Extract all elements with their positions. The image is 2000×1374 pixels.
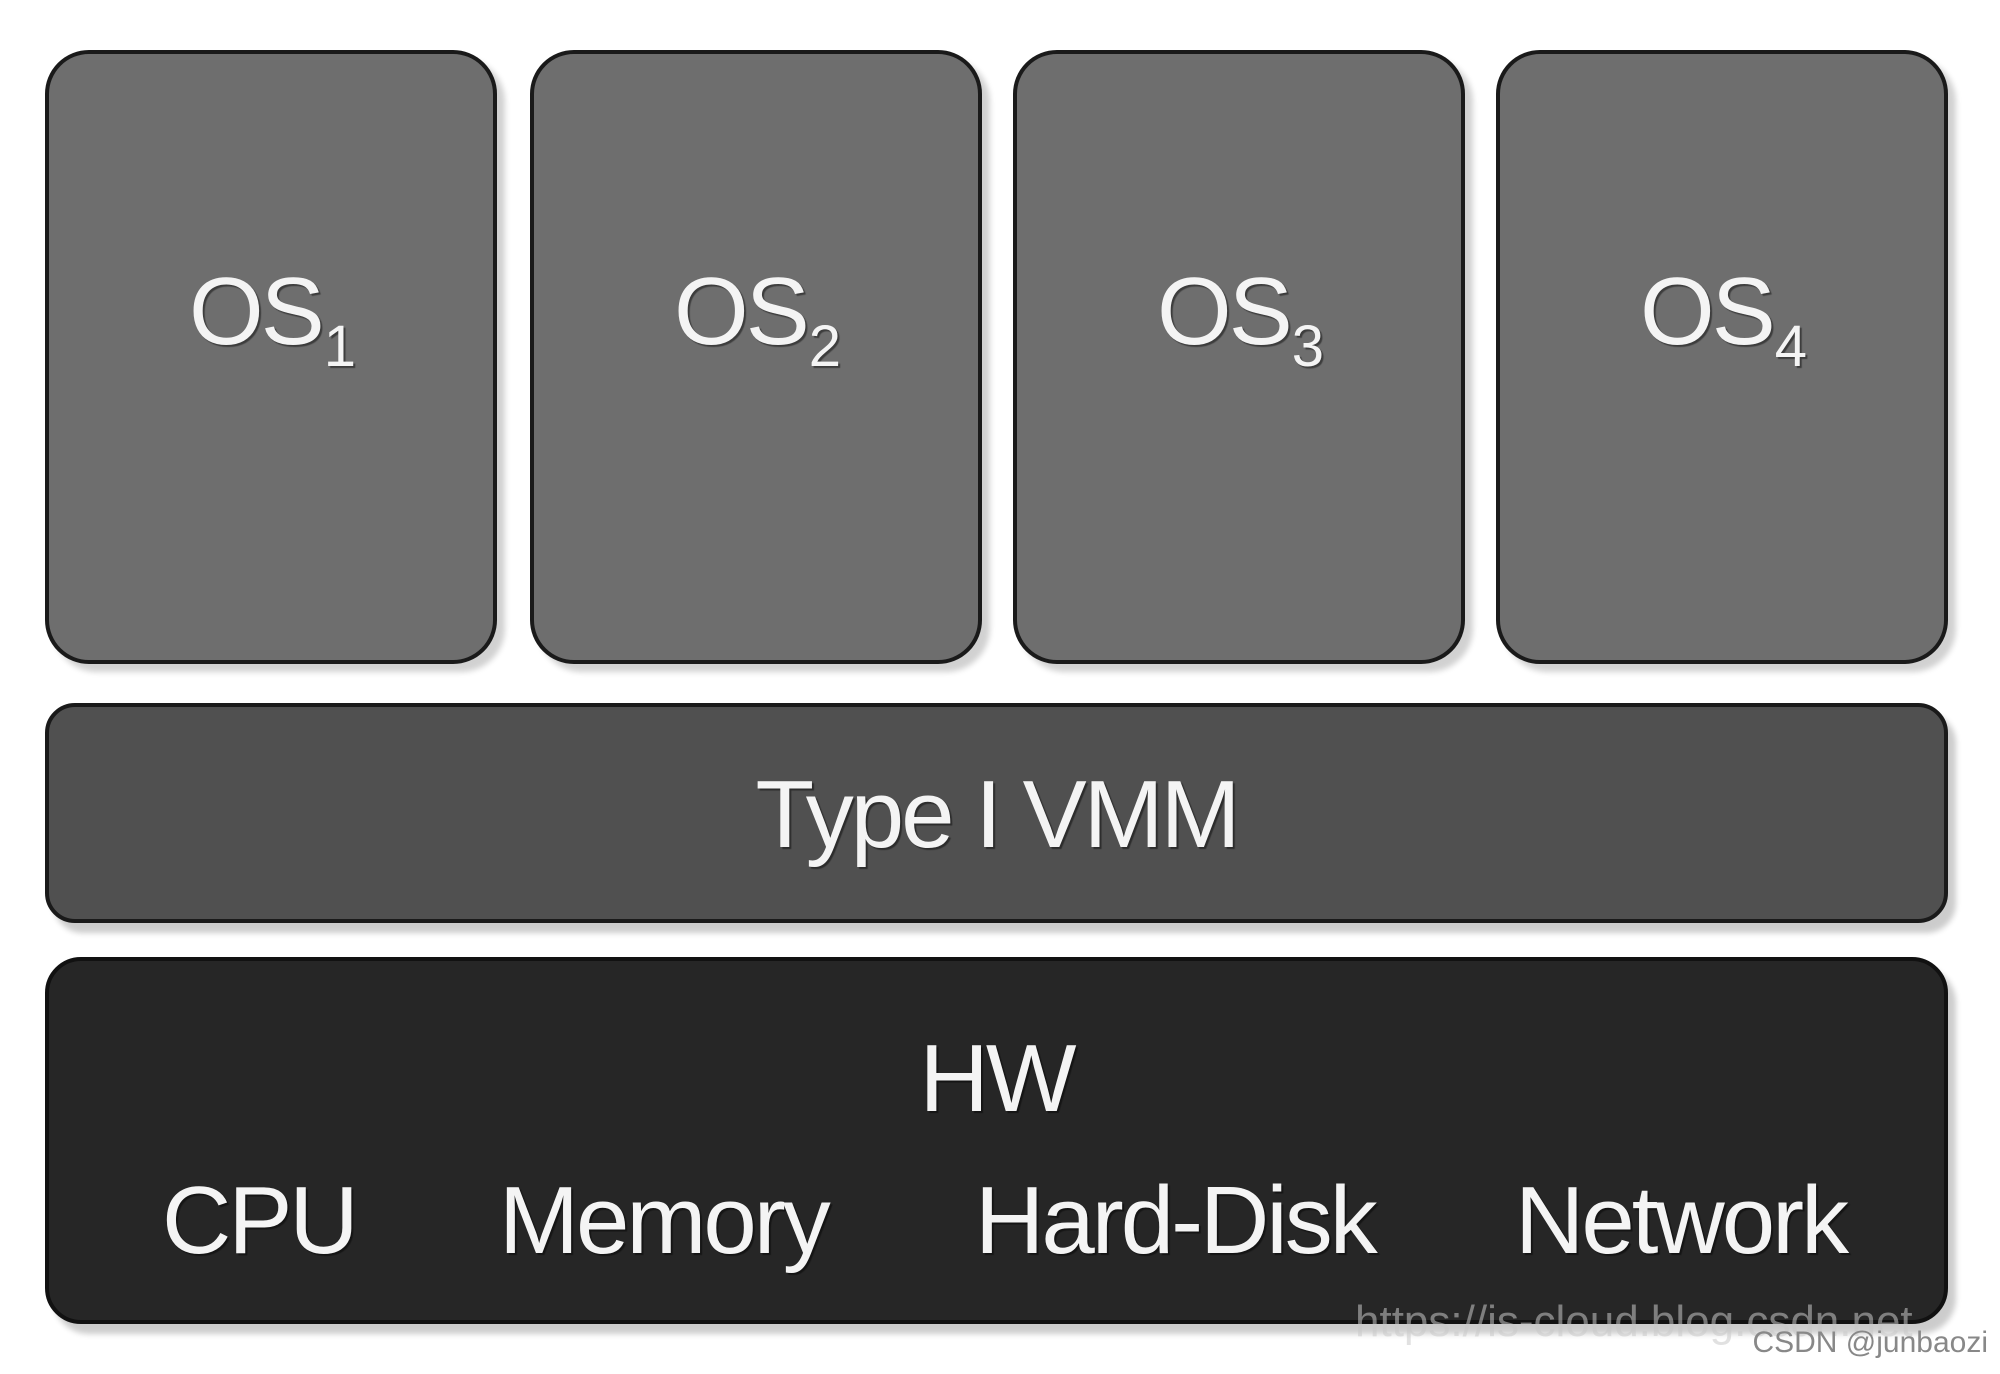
guest-os-box-1: OS1 (45, 50, 497, 664)
guest-os-label-2: OS2 (674, 258, 841, 379)
hardware-component-cpu: CPU (162, 1167, 359, 1274)
guest-os-box-4: OS4 (1496, 50, 1948, 664)
hardware-layer: HW CPU Memory Hard-Disk Network (45, 957, 1948, 1324)
hardware-title: HW (919, 1025, 1077, 1132)
guest-os-box-3: OS3 (1013, 50, 1465, 664)
hardware-component-hard-disk: Hard-Disk (975, 1167, 1378, 1274)
guest-os-label-1: OS1 (189, 258, 356, 379)
csdn-credit-watermark: CSDN @junbaozi (1752, 1326, 1988, 1359)
guest-os-label-3: OS3 (1157, 258, 1324, 379)
hardware-component-network: Network (1515, 1167, 1849, 1274)
faint-url-watermark: https://is-cloud.blog.csdn.net (1355, 1297, 1913, 1346)
guest-os-label-4: OS4 (1640, 258, 1807, 379)
vmm-label: Type I VMM (755, 761, 1240, 868)
hardware-component-memory: Memory (499, 1167, 831, 1274)
guest-os-box-2: OS2 (530, 50, 982, 664)
vmm-layer: Type I VMM (45, 703, 1948, 923)
